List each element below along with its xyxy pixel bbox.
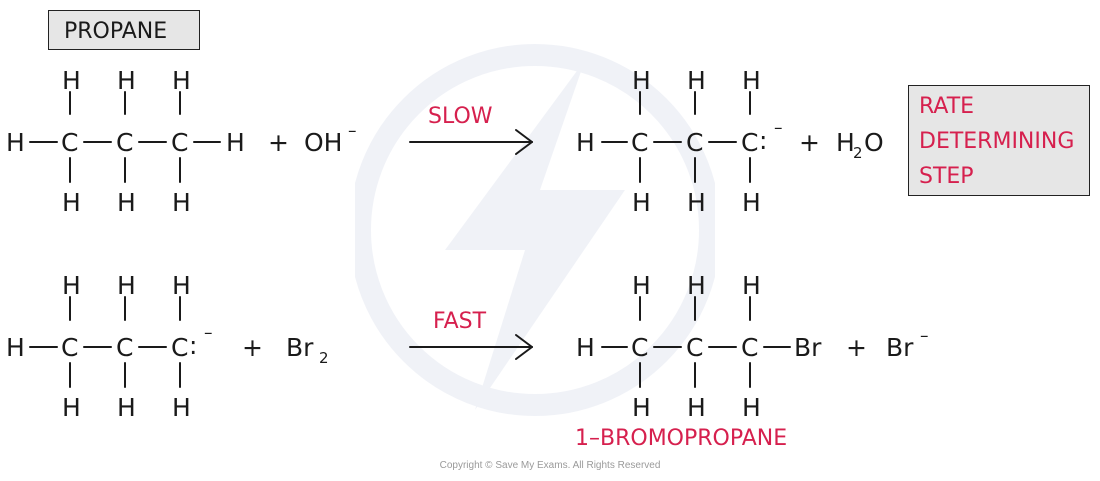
water-subscript: 2 (853, 144, 863, 162)
atom-h: H (62, 393, 81, 422)
atom-h: H (172, 393, 191, 422)
atom-h: H (62, 66, 81, 95)
atom-h: H (687, 188, 706, 217)
water-h: H (836, 128, 855, 157)
bromide: Br (886, 333, 914, 362)
watermark-logo-icon (355, 44, 715, 416)
plus-sign: + (799, 128, 820, 157)
rate-determining-step-box: RATE DETERMINING STEP (908, 85, 1090, 196)
atom-c: C (61, 128, 79, 157)
atom-h: H (742, 188, 761, 217)
plus-sign: + (846, 333, 867, 362)
carbanion-lone-pair: : (759, 126, 768, 155)
atom-c: C (116, 128, 134, 157)
atom-h: H (62, 271, 81, 300)
bromine-subscript: 2 (319, 349, 329, 367)
atom-h: H (172, 188, 191, 217)
atom-c: C (741, 333, 759, 362)
copyright-text: Copyright © Save My Exams. All Rights Re… (439, 460, 661, 471)
atom-h: H (576, 128, 595, 157)
atom-h: H (172, 66, 191, 95)
plus-sign: + (242, 333, 263, 362)
carbanion-lone-pair: : (189, 331, 198, 360)
rds-line-2: DETERMINING (919, 129, 1075, 154)
atom-h: H (62, 188, 81, 217)
fast-label: FAST (433, 309, 487, 334)
atom-c: C (116, 333, 134, 362)
atom-h: H (226, 128, 245, 157)
carbanion-charge: – (774, 118, 783, 138)
atom-h: H (742, 393, 761, 422)
atom-c: C (741, 128, 759, 157)
carbanion-charge: – (204, 323, 213, 343)
atom-h: H (687, 66, 706, 95)
plus-sign: + (268, 128, 289, 157)
atom-br: Br (794, 333, 822, 362)
atom-h: H (6, 333, 25, 362)
bromide-charge: – (920, 326, 929, 346)
atom-h: H (632, 271, 651, 300)
hydroxide-charge: – (348, 121, 357, 141)
slow-label: SLOW (428, 104, 493, 129)
atom-c: C (171, 333, 189, 362)
atom-c: C (61, 333, 79, 362)
atom-c: C (686, 333, 704, 362)
rds-line-3: STEP (919, 164, 974, 189)
bromine: Br (286, 333, 314, 362)
atom-h: H (117, 393, 136, 422)
rds-line-1: RATE (919, 94, 975, 119)
atom-h: H (632, 188, 651, 217)
atom-h: H (632, 393, 651, 422)
atom-h: H (117, 66, 136, 95)
atom-c: C (686, 128, 704, 157)
atom-h: H (576, 333, 595, 362)
water-o: O (864, 128, 884, 157)
atom-c: C (171, 128, 189, 157)
atom-h: H (172, 271, 191, 300)
atom-h: H (6, 128, 25, 157)
atom-h: H (742, 66, 761, 95)
atom-h: H (742, 271, 761, 300)
atom-h: H (117, 271, 136, 300)
atom-h: H (687, 271, 706, 300)
atom-h: H (687, 393, 706, 422)
propane-label-box: PROPANE (48, 10, 200, 50)
hydroxide: OH (304, 128, 343, 157)
propane-label: PROPANE (64, 19, 168, 44)
atom-c: C (631, 333, 649, 362)
atom-h: H (632, 66, 651, 95)
atom-h: H (117, 188, 136, 217)
product-name-label: 1–BROMOPROPANE (575, 426, 788, 451)
atom-c: C (631, 128, 649, 157)
